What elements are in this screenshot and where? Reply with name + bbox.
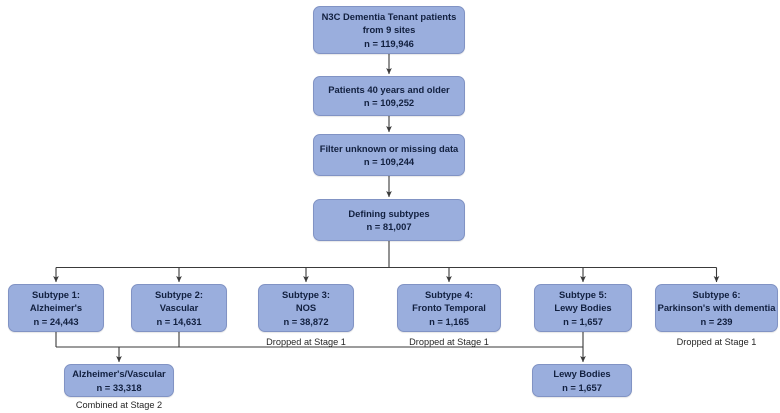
node-subtype-2-index: Subtype 2: <box>155 288 203 300</box>
node-subtype-4-name: Fronto Temporal <box>412 302 486 314</box>
node-subtype-2-name: Vascular <box>159 302 199 314</box>
node-missing-filter-count: n = 109,244 <box>363 156 415 167</box>
node-source-line-2: from 9 sites <box>362 24 416 36</box>
node-subtype-1[interactable]: Subtype 1: Alzheimer's n = 24,443 <box>8 284 104 332</box>
node-subtype-1-index: Subtype 1: <box>32 288 80 300</box>
node-subtype-4-index: Subtype 4: <box>425 288 473 300</box>
node-subtype-4[interactable]: Subtype 4: Fronto Temporal n = 1,165 <box>397 284 501 332</box>
node-subtype-3[interactable]: Subtype 3: NOS n = 38,872 <box>258 284 354 332</box>
node-missing-filter[interactable]: Filter unknown or missing data n = 109,2… <box>313 134 465 176</box>
caption-subtype-6: Dropped at Stage 1 <box>676 337 757 347</box>
node-subtype-5-name: Lewy Bodies <box>554 302 612 314</box>
node-subtype-3-count: n = 38,872 <box>283 315 329 327</box>
node-combined-count: n = 33,318 <box>96 381 142 393</box>
node-defining-subtypes-label: Defining subtypes <box>348 207 430 219</box>
node-lewy-bodies-final-count: n = 1,657 <box>562 381 602 393</box>
caption-subtype-4: Dropped at Stage 1 <box>409 337 489 347</box>
node-subtype-3-name: NOS <box>295 302 317 314</box>
node-subtype-6-count: n = 239 <box>700 315 733 327</box>
node-subtype-3-index: Subtype 3: <box>282 288 330 300</box>
node-subtype-6-index: Subtype 6: <box>692 288 741 300</box>
node-age-filter-count: n = 109,252 <box>363 97 415 108</box>
node-subtype-5[interactable]: Subtype 5: Lewy Bodies n = 1,657 <box>534 284 632 332</box>
node-lewy-bodies-final-label: Lewy Bodies <box>553 368 611 379</box>
node-defining-subtypes-count: n = 81,007 <box>366 221 412 232</box>
caption-subtype-3: Dropped at Stage 1 <box>266 337 346 347</box>
node-subtype-1-name: Alzheimer's <box>29 302 83 314</box>
node-source[interactable]: N3C Dementia Tenant patients from 9 site… <box>313 6 465 54</box>
node-combined-alzheimers-vascular[interactable]: Alzheimer's/Vascular n = 33,318 <box>64 364 174 397</box>
node-age-filter[interactable]: Patients 40 years and older n = 109,252 <box>313 76 465 116</box>
node-subtype-6[interactable]: Subtype 6: Parkinson's with dementia n =… <box>655 284 778 332</box>
node-subtype-6-name: Parkinson's with dementia <box>657 302 776 314</box>
node-source-count: n = 119,946 <box>364 37 414 49</box>
node-subtype-5-count: n = 1,657 <box>563 315 603 327</box>
node-missing-filter-label: Filter unknown or missing data <box>319 142 459 154</box>
node-subtype-4-count: n = 1,165 <box>429 315 469 327</box>
node-subtype-5-index: Subtype 5: <box>559 288 607 300</box>
caption-combined-stage-2: Combined at Stage 2 <box>75 400 163 410</box>
node-age-filter-label: Patients 40 years and older <box>328 83 450 95</box>
node-defining-subtypes[interactable]: Defining subtypes n = 81,007 <box>313 199 465 241</box>
node-combined-label: Alzheimer's/Vascular <box>72 368 166 379</box>
node-lewy-bodies-final[interactable]: Lewy Bodies n = 1,657 <box>532 364 632 397</box>
node-source-line-1: N3C Dementia Tenant patients <box>321 10 457 22</box>
node-subtype-2-count: n = 14,631 <box>156 315 202 327</box>
node-subtype-1-count: n = 24,443 <box>33 315 79 327</box>
node-subtype-2[interactable]: Subtype 2: Vascular n = 14,631 <box>131 284 227 332</box>
